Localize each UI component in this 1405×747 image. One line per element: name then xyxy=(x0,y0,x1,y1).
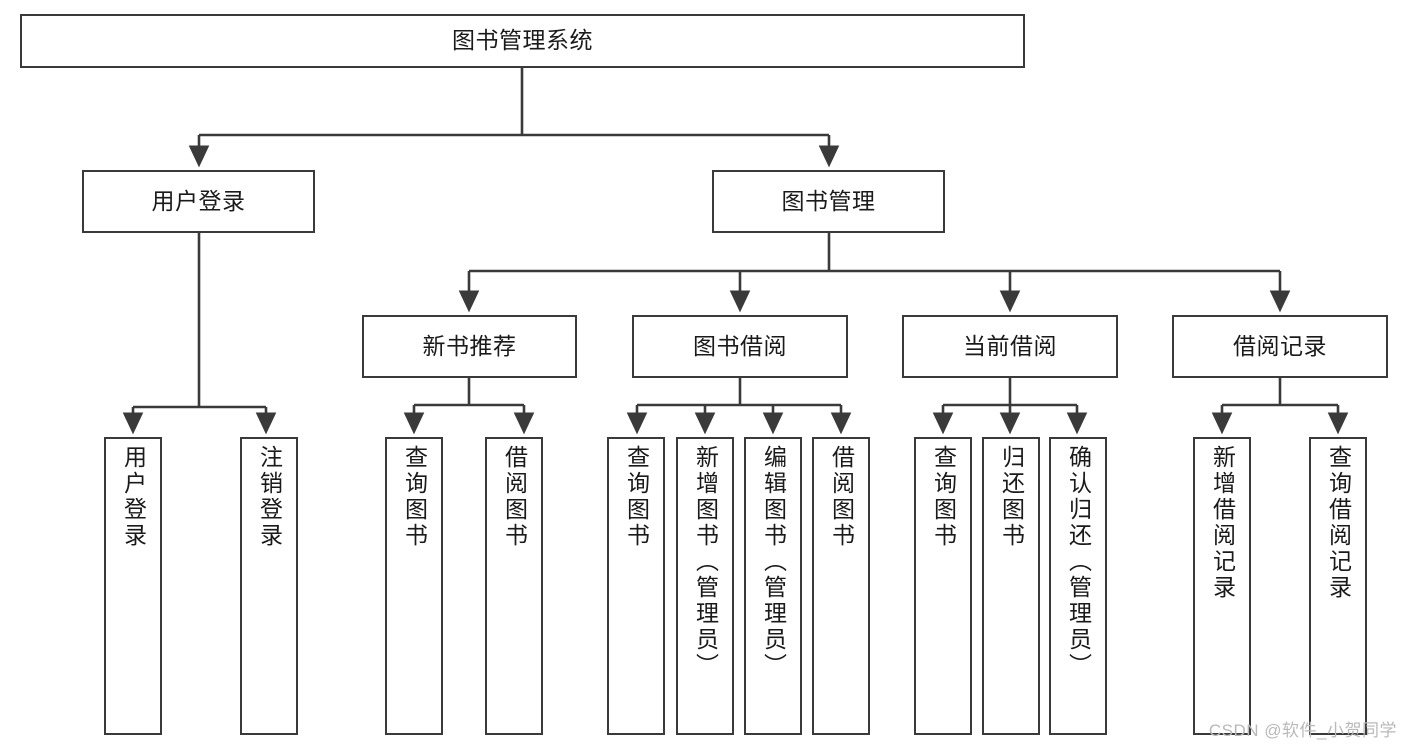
node-leaf-query-record-label: 查询借阅记录 xyxy=(1325,445,1352,601)
node-leaf-query-book-1[interactable]: 查询图书 xyxy=(385,437,443,735)
node-leaf-user-login-label: 用户登录 xyxy=(120,445,147,549)
node-leaf-add-book-label: 新增图书（管理员） xyxy=(692,445,719,679)
node-leaf-borrow-book-2-label: 借阅图书 xyxy=(828,445,855,549)
node-leaf-query-book-1-label: 查询图书 xyxy=(401,445,428,549)
node-root[interactable]: 图书管理系统 xyxy=(20,14,1025,68)
node-leaf-edit-book-label: 编辑图书（管理员） xyxy=(760,445,787,679)
node-book-borrow-label: 图书借阅 xyxy=(693,332,787,359)
node-book-manage[interactable]: 图书管理 xyxy=(712,170,945,233)
node-borrow-record-label: 借阅记录 xyxy=(1233,332,1327,359)
node-leaf-borrow-book-1[interactable]: 借阅图书 xyxy=(485,437,543,735)
node-leaf-return-book-label: 归还图书 xyxy=(998,445,1025,549)
node-leaf-add-record[interactable]: 新增借阅记录 xyxy=(1193,437,1251,735)
node-book-borrow[interactable]: 图书借阅 xyxy=(632,315,848,378)
node-leaf-query-book-3-label: 查询图书 xyxy=(930,445,957,549)
node-new-book-rec-label: 新书推荐 xyxy=(422,332,517,359)
node-leaf-query-book-2-label: 查询图书 xyxy=(623,445,650,549)
node-leaf-add-record-label: 新增借阅记录 xyxy=(1209,445,1236,601)
node-leaf-query-record[interactable]: 查询借阅记录 xyxy=(1309,437,1367,735)
node-current-borrow-label: 当前借阅 xyxy=(963,332,1057,359)
node-book-manage-label: 图书管理 xyxy=(781,187,876,214)
node-leaf-borrow-book-1-label: 借阅图书 xyxy=(501,445,528,549)
node-leaf-confirm-return-label: 确认归还（管理员） xyxy=(1065,445,1092,679)
node-leaf-add-book[interactable]: 新增图书（管理员） xyxy=(676,437,734,735)
node-borrow-record[interactable]: 借阅记录 xyxy=(1172,315,1388,378)
watermark: CSDN @软件_小贺同学 xyxy=(1208,721,1397,740)
node-leaf-borrow-book-2[interactable]: 借阅图书 xyxy=(812,437,870,735)
node-leaf-query-book-3[interactable]: 查询图书 xyxy=(914,437,972,735)
node-leaf-query-book-2[interactable]: 查询图书 xyxy=(607,437,665,735)
node-leaf-logout[interactable]: 注销登录 xyxy=(240,437,298,735)
node-leaf-user-login[interactable]: 用户登录 xyxy=(104,437,162,735)
node-root-label: 图书管理系统 xyxy=(452,27,593,54)
node-leaf-edit-book[interactable]: 编辑图书（管理员） xyxy=(744,437,802,735)
node-user-login-label: 用户登录 xyxy=(151,187,246,214)
node-new-book-rec[interactable]: 新书推荐 xyxy=(362,315,577,378)
node-leaf-logout-label: 注销登录 xyxy=(256,445,283,549)
node-leaf-confirm-return[interactable]: 确认归还（管理员） xyxy=(1049,437,1107,735)
node-current-borrow[interactable]: 当前借阅 xyxy=(902,315,1118,378)
node-leaf-return-book[interactable]: 归还图书 xyxy=(982,437,1040,735)
node-user-login[interactable]: 用户登录 xyxy=(82,170,315,233)
